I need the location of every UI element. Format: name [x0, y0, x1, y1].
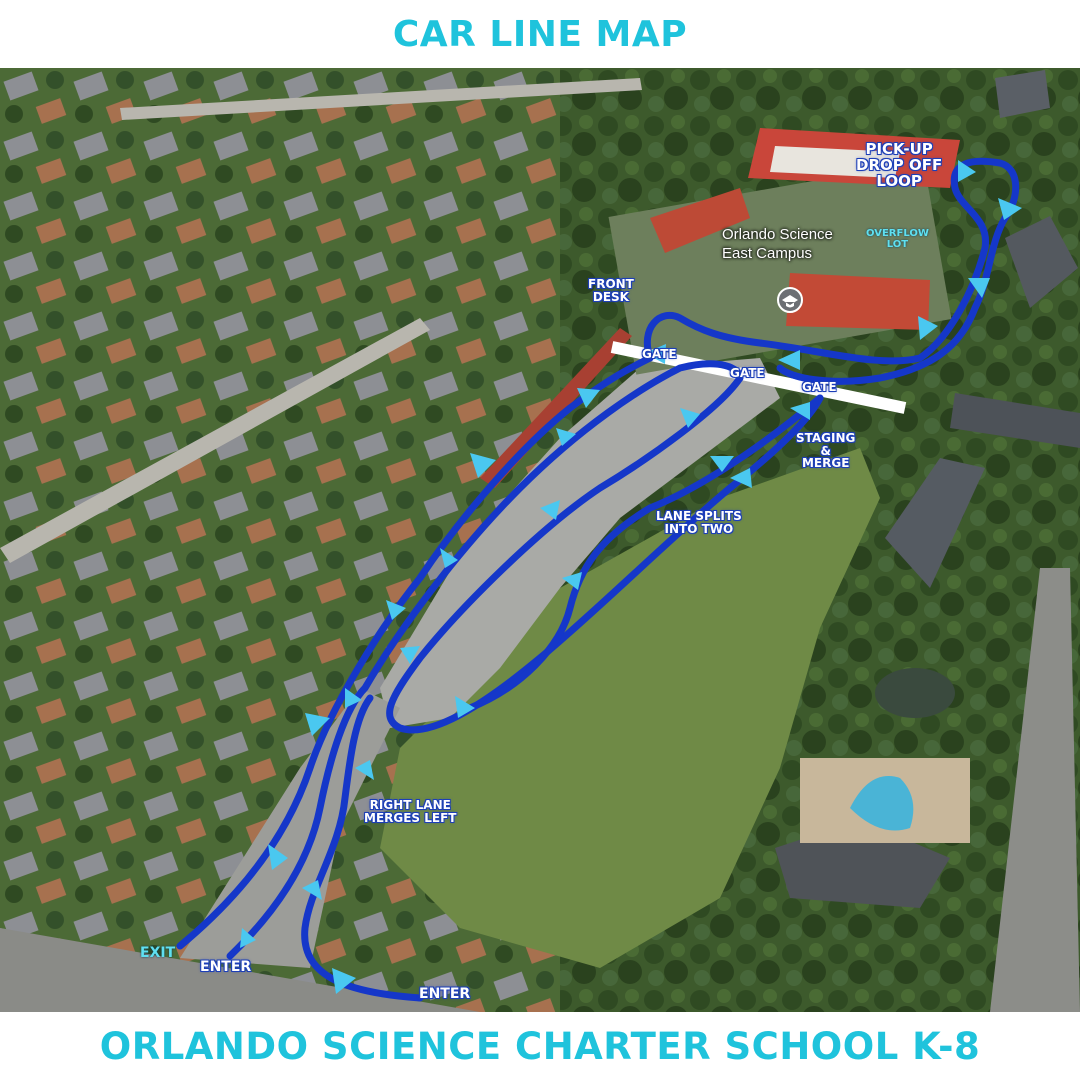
- merge-line1: RIGHT LANE: [369, 798, 451, 812]
- arrow-loop-1: [778, 350, 800, 370]
- residential-street: [0, 318, 430, 563]
- arrow-loop-5: [958, 160, 976, 182]
- arrow-loop-3: [968, 278, 990, 298]
- map-canvas: [0, 68, 1080, 1012]
- arrow-exit-1: [268, 844, 288, 870]
- school-building-south: [786, 273, 930, 330]
- arrow-split-2: [710, 456, 734, 472]
- arrow-right-2: [355, 760, 374, 780]
- school-building-north-roof: [770, 146, 900, 178]
- arrow-lot-3: [455, 696, 475, 718]
- lane-split-label: LANE SPLITS INTO TWO: [656, 510, 742, 535]
- apartment-building-2: [950, 393, 1080, 448]
- arrow-split-1: [562, 572, 582, 590]
- overflow-line1: OVERFLOW: [866, 228, 929, 239]
- exit-label: EXIT: [140, 945, 176, 961]
- arrow-enter-right-1: [332, 968, 356, 994]
- merge-line2: MERGES LEFT: [364, 810, 457, 825]
- overflow-line2: LOT: [886, 238, 909, 250]
- direction-arrows: [240, 160, 1022, 994]
- staging-line3: MERGE: [801, 456, 850, 471]
- arrow-enter-3: [440, 548, 458, 568]
- apartment-building-3: [885, 458, 985, 588]
- front-desk-line2: DESK: [592, 289, 629, 304]
- school-name-footer: ORLANDO SCIENCE CHARTER SCHOOL K-8: [99, 1024, 981, 1068]
- campus-name-line1: Orlando Science: [722, 226, 833, 243]
- apartment-building-5: [995, 70, 1050, 118]
- split-line1: LANE SPLITS: [656, 509, 742, 523]
- pickup-loop-route: [643, 157, 1020, 385]
- enter-label-left: ENTER: [200, 959, 252, 975]
- gate-label-2: GATE: [730, 366, 765, 380]
- grass-field: [380, 448, 880, 968]
- pickup-line3: LOOP: [876, 171, 922, 190]
- arrow-exit-2: [305, 713, 330, 736]
- graduation-cap-icon: [782, 295, 798, 308]
- enter-label-right: ENTER: [419, 986, 471, 1002]
- covered-walkway: [480, 328, 632, 488]
- arrow-staging-1: [790, 402, 810, 420]
- arrow-loop-4: [998, 198, 1022, 220]
- arrow-gate-1: [645, 344, 666, 364]
- overflow-lot-label: OVERFLOW LOT: [866, 228, 929, 250]
- staging-merge-label: STAGING & MERGE: [796, 432, 855, 470]
- arrow-lot-1: [540, 500, 560, 520]
- parking-lot: [380, 358, 780, 728]
- campus-name-line2: East Campus: [722, 244, 813, 262]
- arrow-exit-3: [386, 600, 406, 620]
- staging-route: [466, 394, 824, 712]
- aerial-map: Orlando Science East Campus PICK-UP DROP…: [0, 68, 1080, 1012]
- arrow-right-1: [302, 880, 322, 900]
- arrow-split-3: [730, 468, 752, 488]
- school-wing-west: [650, 188, 750, 253]
- arrow-loop-2: [918, 316, 938, 340]
- staging-line1: STAGING: [796, 431, 856, 445]
- right-lane-merge-label: RIGHT LANE MERGES LEFT: [364, 799, 456, 824]
- front-desk-line1: FRONT: [588, 277, 634, 291]
- pond: [875, 668, 955, 718]
- arrow-exit-5: [577, 388, 600, 408]
- gate-label-3: GATE: [802, 380, 837, 394]
- campus-place-label: Orlando Science East Campus: [722, 226, 833, 264]
- split-line2: INTO TWO: [664, 521, 734, 536]
- pickup-loop-label: PICK-UP DROP OFF LOOP: [856, 140, 943, 190]
- exit-route: [176, 354, 654, 950]
- swimming-pool: [850, 776, 914, 831]
- apartment-building-1: [1005, 216, 1078, 308]
- arrow-enter-2: [345, 688, 362, 708]
- pickup-line1: PICK-UP: [865, 140, 933, 158]
- front-desk-label: FRONT DESK: [588, 278, 634, 303]
- gate-label-1: GATE: [642, 347, 677, 361]
- arrow-enter-5: [680, 408, 700, 428]
- arrow-enter-1: [240, 928, 256, 948]
- arrow-lot-2: [400, 646, 420, 664]
- residential-street-2: [120, 78, 642, 120]
- arrow-enter-4: [556, 428, 576, 446]
- arrow-exit-4: [470, 453, 496, 478]
- side-road-right: [990, 568, 1080, 1012]
- enter-left-route: [226, 360, 824, 960]
- page-title: CAR LINE MAP: [392, 13, 688, 55]
- pickup-line2: DROP OFF: [856, 155, 943, 174]
- staging-line2: &: [820, 443, 831, 458]
